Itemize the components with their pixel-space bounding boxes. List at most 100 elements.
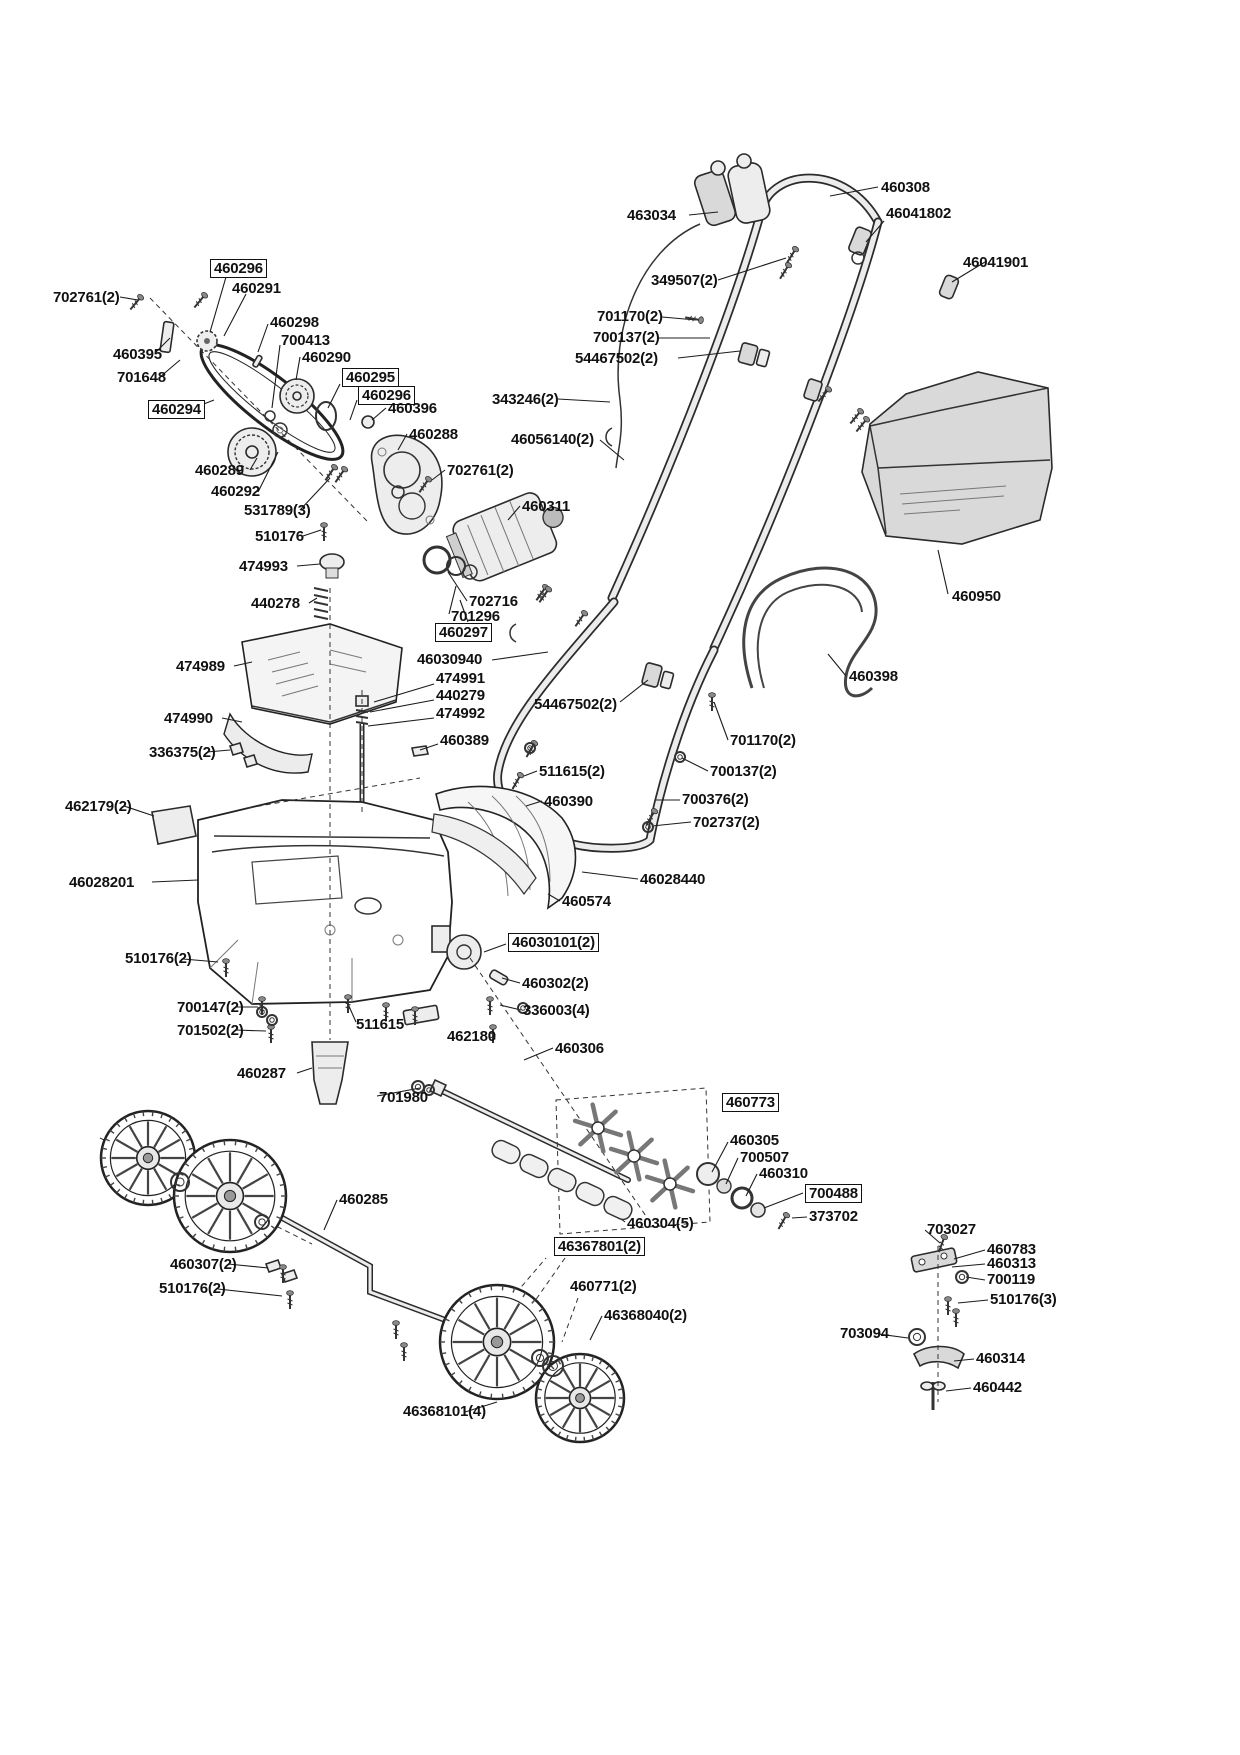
part-label-460290: 460290 [302, 349, 351, 366]
part-label-46056140(2): 46056140(2) [511, 431, 594, 448]
part-label-460307(2): 460307(2) [170, 1256, 237, 1273]
part-label-460310: 460310 [759, 1165, 808, 1182]
part-label-460297: 460297 [435, 623, 492, 642]
motor [422, 492, 564, 582]
cap [750, 1202, 766, 1218]
side-pocket [151, 805, 197, 845]
part-label-460395: 460395 [113, 346, 162, 363]
part-label-46028440: 46028440 [640, 871, 706, 888]
guard-edge [431, 813, 537, 896]
part-label-463034: 463034 [627, 207, 676, 224]
part-label-460296: 460296 [210, 259, 267, 278]
part-label-460296: 460296 [358, 386, 415, 405]
grass-catcher-bag [861, 371, 1053, 545]
wheel-bracket [431, 925, 451, 953]
part-label-460292: 460292 [211, 483, 260, 500]
part-label-700413: 700413 [281, 332, 330, 349]
part-label-510176: 510176 [255, 528, 304, 545]
part-label-701648: 701648 [117, 369, 166, 386]
part-label-460298: 460298 [270, 314, 319, 331]
belt-drive [159, 320, 443, 535]
part-label-510176(3): 510176(3) [990, 1291, 1057, 1308]
part-label-460306: 460306 [555, 1040, 604, 1057]
bearing [730, 1186, 754, 1210]
part-label-462180: 462180 [447, 1028, 496, 1045]
part-label-460294: 460294 [148, 400, 205, 419]
switch-housing [509, 153, 771, 643]
tine-unit-outline [555, 1087, 711, 1235]
part-label-46028201: 46028201 [69, 874, 135, 891]
washers [170, 742, 969, 1377]
part-label-701980: 701980 [379, 1089, 428, 1106]
wheels [99, 1109, 626, 1444]
part-label-700147(2): 700147(2) [177, 999, 244, 1016]
part-label-460287: 460287 [237, 1065, 286, 1082]
depth-adjust-assembly [910, 1247, 965, 1410]
part-label-474992: 474992 [436, 705, 485, 722]
part-label-460313: 460313 [987, 1255, 1036, 1272]
part-label-343246(2): 343246(2) [492, 391, 559, 408]
part-label-46368040(2): 46368040(2) [604, 1307, 687, 1324]
part-label-460783: 460783 [987, 1241, 1036, 1258]
part-label-460289: 460289 [195, 462, 244, 479]
part-label-700137(2): 700137(2) [593, 329, 660, 346]
part-label-474989: 474989 [176, 658, 225, 675]
tine-stars [572, 1102, 696, 1210]
part-label-460314: 460314 [976, 1350, 1025, 1367]
spacer-rollers [491, 1139, 633, 1221]
part-label-510176(2): 510176(2) [125, 950, 192, 967]
cable-clip [509, 623, 517, 643]
ring [446, 556, 466, 576]
part-label-460398: 460398 [849, 668, 898, 685]
part-label-700488: 700488 [805, 1184, 862, 1203]
front-wheel [446, 934, 482, 970]
part-label-336375(2): 336375(2) [149, 744, 216, 761]
part-label-460773: 460773 [722, 1093, 779, 1112]
part-label-701170(2): 701170(2) [597, 308, 663, 325]
part-label-700507: 700507 [740, 1149, 789, 1166]
part-label-349507(2): 349507(2) [651, 272, 718, 289]
part-label-46030101(2): 46030101(2) [508, 933, 599, 952]
part-label-460291: 460291 [232, 280, 281, 297]
part-label-440279: 440279 [436, 687, 485, 704]
funnel [311, 1041, 349, 1105]
part-label-460950: 460950 [952, 588, 1001, 605]
part-label-460390: 460390 [544, 793, 593, 810]
part-label-460442: 460442 [973, 1379, 1022, 1396]
spring [313, 587, 329, 620]
part-label-702761(2): 702761(2) [53, 289, 120, 306]
handle-clamps [641, 226, 960, 690]
part-label-46041802: 46041802 [886, 205, 952, 222]
part-label-46368101(4): 46368101(4) [403, 1403, 486, 1420]
part-label-460389: 460389 [440, 732, 489, 749]
part-label-702737(2): 702737(2) [693, 814, 760, 831]
part-label-373702: 373702 [809, 1208, 858, 1225]
part-label-700376(2): 700376(2) [682, 791, 749, 808]
part-label-702761(2): 702761(2) [447, 462, 514, 479]
part-label-460308: 460308 [881, 179, 930, 196]
part-label-474991: 474991 [436, 670, 485, 687]
part-label-531789(3): 531789(3) [244, 502, 311, 519]
part-label-460295: 460295 [342, 368, 399, 387]
ring [315, 401, 337, 431]
part-label-511615: 511615 [356, 1016, 405, 1033]
wing-bolt [932, 1381, 946, 1391]
screws [129, 246, 960, 1361]
part-label-460771(2): 460771(2) [570, 1278, 637, 1295]
part-label-54467502(2): 54467502(2) [534, 696, 617, 713]
bolt [361, 415, 375, 429]
handlebar [493, 173, 883, 853]
power-cable [615, 223, 701, 469]
wire-frame [742, 566, 878, 698]
part-label-510176(2): 510176(2) [159, 1280, 226, 1297]
part-label-336003(4): 336003(4) [523, 1002, 590, 1019]
part-label-460302(2): 460302(2) [522, 975, 589, 992]
part-label-460285: 460285 [339, 1191, 388, 1208]
part-label-700119: 700119 [987, 1271, 1036, 1288]
part-label-701170(2): 701170(2) [730, 732, 796, 749]
part-label-460288: 460288 [409, 426, 458, 443]
part-label-460311: 460311 [522, 498, 571, 515]
